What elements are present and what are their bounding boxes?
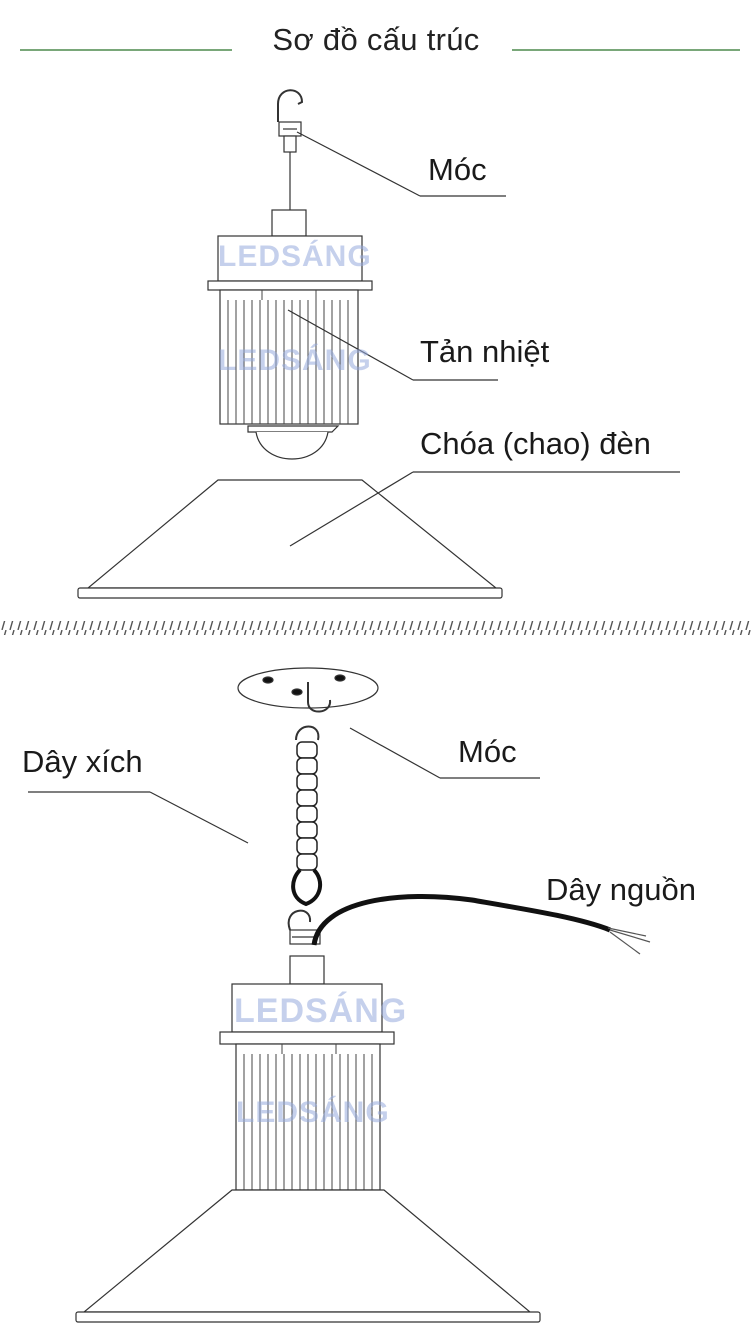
- label-chain: Dây xích: [22, 744, 143, 779]
- watermark: LEDSÁNG: [236, 1096, 390, 1129]
- label-reflector: Chóa (chao) đèn: [420, 426, 651, 461]
- heatsink-body: [219, 289, 359, 425]
- top-connector: [271, 209, 307, 237]
- leader-reflector: [289, 471, 414, 547]
- label-heatsink: Tản nhiệt: [420, 334, 550, 369]
- heatsink-fins: [227, 290, 349, 424]
- ceiling-hook: [307, 682, 332, 713]
- leader-hook: [296, 131, 421, 197]
- diagram-assembled-view: [28, 667, 651, 1323]
- reflector-rim-2: [75, 1311, 541, 1323]
- leader-hook-2: [349, 727, 441, 779]
- watermark: LEDSÁNG: [234, 992, 408, 1030]
- lens-dome: [247, 425, 340, 433]
- watermark: LEDSÁNG: [218, 344, 372, 377]
- hook-shape: [277, 89, 304, 122]
- housing-flange: [207, 280, 373, 291]
- label-power-cord: Dây nguồn: [546, 872, 696, 907]
- chain-top-loop: [295, 725, 320, 741]
- label-hook: Móc: [428, 152, 487, 187]
- chain-links: [296, 741, 318, 871]
- hook-stem: [283, 135, 297, 153]
- page-title: Sơ đồ cấu trúc: [272, 22, 480, 57]
- reflector-shade: [86, 479, 498, 589]
- leader-heatsink: [287, 309, 414, 381]
- label-hook-2: Móc: [458, 734, 517, 769]
- diagram-exploded-view: [77, 89, 680, 599]
- reflector-rim: [77, 587, 503, 599]
- section-divider: [0, 621, 752, 635]
- watermark: LEDSÁNG: [218, 240, 372, 273]
- housing-flange-2: [219, 1031, 395, 1045]
- cord-wire-ends: [607, 927, 651, 955]
- top-connector-2: [289, 955, 325, 985]
- lamp-hook: [287, 909, 312, 931]
- heatsink-fins-2: [243, 1044, 373, 1190]
- chain-bottom-clasp: [291, 868, 323, 907]
- power-cord: [311, 894, 611, 946]
- driver-housing-2: [231, 983, 383, 1033]
- reflector-shade-2: [82, 1189, 532, 1313]
